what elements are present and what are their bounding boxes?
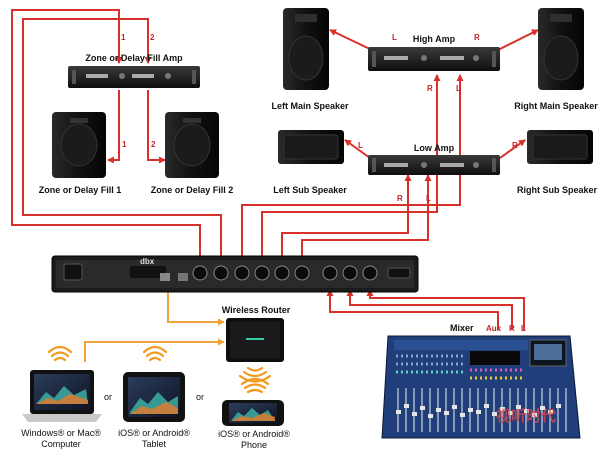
low-amp: Low Amp <box>368 143 500 175</box>
wire-low-R <box>281 174 412 262</box>
zone-fill-speaker-1: Zone or Delay Fill 1 <box>39 112 122 195</box>
wire-low-L <box>301 174 432 262</box>
wireless-router: Wireless Router <box>222 305 291 362</box>
left-main-label: Left Main Speaker <box>271 101 349 111</box>
low-left-mark: L <box>358 141 363 150</box>
mixer-aux-mark: Aux <box>486 324 502 333</box>
left-main-speaker: Left Main Speaker <box>271 8 349 111</box>
zone-out-1-mark: 1 <box>122 140 127 149</box>
wire-high-to-left-main <box>329 29 373 51</box>
tablet-label-line2: Tablet <box>142 439 167 449</box>
low-in-R-mark: R <box>397 194 403 203</box>
tablet: iOS® or Android® Tablet <box>118 372 190 449</box>
low-in-L-mark: L <box>426 194 431 203</box>
wire-processor-router <box>167 282 225 326</box>
high-in-R-mark: R <box>427 84 433 93</box>
zone-fill-speaker-2: Zone or Delay Fill 2 <box>151 112 234 195</box>
network-wires <box>84 282 225 362</box>
wire-low-to-left-sub <box>344 139 371 159</box>
wire-high-L <box>241 74 464 262</box>
left-sub-label: Left Sub Speaker <box>273 185 347 195</box>
computer-label-line1: Windows® or Mac® <box>21 428 101 438</box>
zone-amp: Zone or Delay Fill Amp <box>68 53 200 88</box>
high-amp-label: High Amp <box>413 34 456 44</box>
left-sub-speaker: Left Sub Speaker <box>273 130 347 195</box>
wifi-icon-tablet <box>142 345 168 362</box>
right-sub-speaker: Right Sub Speaker <box>517 130 598 195</box>
zone-in-2-mark: 2 <box>150 33 155 42</box>
wire-computer-router <box>84 338 225 362</box>
high-left-mark: L <box>392 33 397 42</box>
laptop-computer: Windows® or Mac® Computer <box>21 370 102 449</box>
high-right-mark: R <box>474 33 480 42</box>
phone: iOS® or Android® Phone <box>218 400 290 450</box>
dbx-logo: dbx <box>140 257 155 266</box>
dbx-processor: dbx <box>51 255 419 293</box>
wire-high-R <box>261 74 441 262</box>
channel-marks: 1 2 1 2 L R R L L R R L Aux R L <box>121 33 526 333</box>
wireless-router-label: Wireless Router <box>222 305 291 315</box>
high-in-L-mark: L <box>456 84 461 93</box>
high-amp: High Amp <box>368 34 500 71</box>
wire-zone-out-1 <box>107 90 120 164</box>
mixer-label: Mixer <box>450 323 474 333</box>
wire-high-to-right-main <box>497 29 539 51</box>
right-main-speaker: Right Main Speaker <box>514 8 598 111</box>
phone-label-line2: Phone <box>241 440 267 450</box>
low-amp-label: Low Amp <box>414 143 455 153</box>
wifi-icon-computer <box>47 345 73 362</box>
wire-zone-out-2 <box>147 90 166 164</box>
right-sub-label: Right Sub Speaker <box>517 185 598 195</box>
mixer-fader-caps <box>396 404 561 418</box>
mixer-L-mark: L <box>521 324 526 333</box>
tablet-label-line1: iOS® or Android® <box>118 428 190 438</box>
wire-zone-in-2 <box>22 18 222 262</box>
wire-mixer-L <box>366 289 525 330</box>
watermark: 视听时代 <box>496 407 556 425</box>
wifi-icon-router <box>238 366 272 383</box>
zone-out-2-mark: 2 <box>151 140 156 149</box>
zone-fill-1-label: Zone or Delay Fill 1 <box>39 185 122 195</box>
or-label-1: or <box>104 392 112 402</box>
wire-mixer-R <box>346 289 513 330</box>
zone-amp-label: Zone or Delay Fill Amp <box>85 53 183 63</box>
or-label-2: or <box>196 392 204 402</box>
wire-low-to-right-sub <box>499 139 526 159</box>
mixer-knob-rows <box>396 354 522 380</box>
right-main-label: Right Main Speaker <box>514 101 598 111</box>
computer-label-line2: Computer <box>41 439 81 449</box>
zone-fill-2-label: Zone or Delay Fill 2 <box>151 185 234 195</box>
zone-in-1-mark: 1 <box>121 33 126 42</box>
low-right-mark: R <box>512 141 518 150</box>
signal-wires <box>11 9 539 330</box>
wire-mixer-aux <box>326 289 499 330</box>
wifi-icon-phone <box>240 377 270 394</box>
wifi-signals <box>47 345 272 394</box>
mixer-R-mark: R <box>509 324 515 333</box>
mixer-console: Mixer <box>381 323 581 439</box>
phone-label-line1: iOS® or Android® <box>218 429 290 439</box>
